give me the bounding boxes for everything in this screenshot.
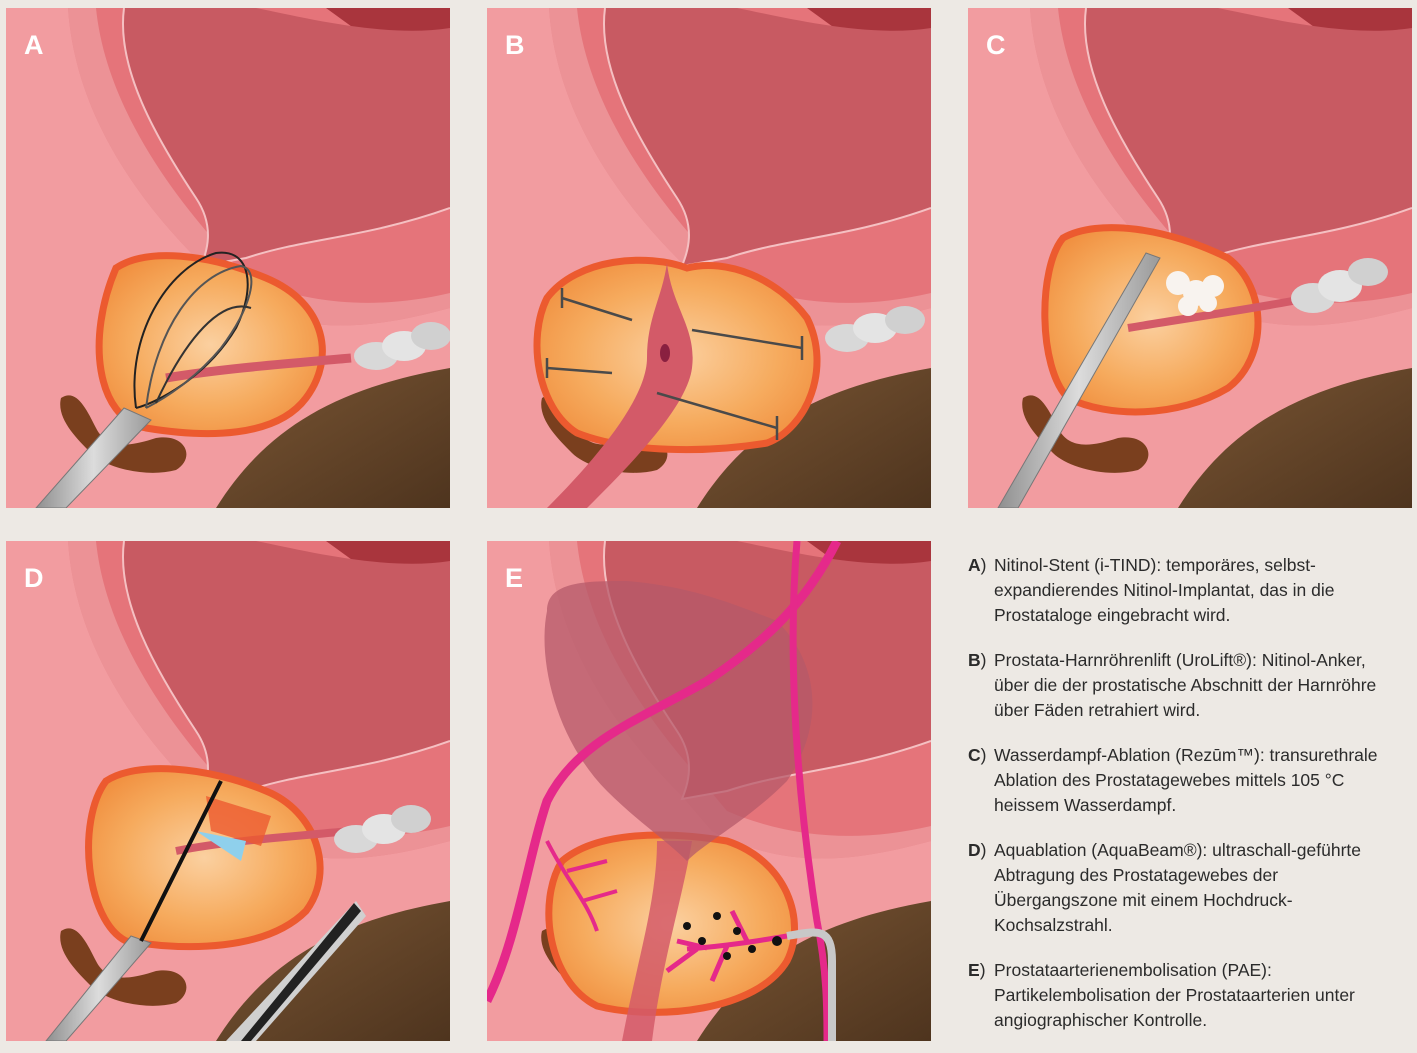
panel-d: D: [6, 541, 450, 1041]
illustration-a: [6, 8, 450, 508]
legend-text-c: Wasserdampf-Ablation (Rezūm™): transuret…: [994, 745, 1378, 815]
illustration-e: [487, 541, 931, 1041]
panel-a: A: [6, 8, 450, 508]
panel-c: C: [968, 8, 1412, 508]
legend-key-a: A: [968, 555, 981, 575]
illustration-c: [968, 8, 1412, 508]
panel-letter-e: E: [505, 563, 523, 594]
legend-text-a: Nitinol-Stent (i-TIND): temporäres, selb…: [994, 555, 1334, 625]
illustration-b: [487, 8, 931, 508]
legend-text-e: Prostataarterienembolisation (PAE): Part…: [994, 960, 1355, 1030]
legend-key-e: E: [968, 960, 980, 980]
panel-e: E: [487, 541, 931, 1041]
legend-key-c: C: [968, 745, 981, 765]
legend-item-d: D) Aquablation (AquaBeam®): ultraschall-…: [968, 838, 1398, 938]
legend-item-e: E) Prostataarterienembolisation (PAE): P…: [968, 958, 1398, 1033]
legend-item-a: A) Nitinol-Stent (i-TIND): temporäres, s…: [968, 553, 1398, 628]
illustration-d: [6, 541, 450, 1041]
legend-text-d: Aquablation (AquaBeam®): ultraschall-gef…: [994, 840, 1361, 935]
legend-item-c: C) Wasserdampf-Ablation (Rezūm™): transu…: [968, 743, 1398, 818]
panel-b: B: [487, 8, 931, 508]
legend-item-b: B) Prostata-Harnröhrenlift (UroLift®): N…: [968, 648, 1398, 723]
panel-letter-a: A: [24, 30, 44, 61]
legend-key-d: D: [968, 840, 981, 860]
panel-letter-d: D: [24, 563, 44, 594]
legend: A) Nitinol-Stent (i-TIND): temporäres, s…: [968, 553, 1398, 1053]
legend-key-b: B: [968, 650, 981, 670]
panel-letter-c: C: [986, 30, 1006, 61]
panel-letter-b: B: [505, 30, 525, 61]
legend-text-b: Prostata-Harnröhrenlift (UroLift®): Niti…: [994, 650, 1376, 720]
